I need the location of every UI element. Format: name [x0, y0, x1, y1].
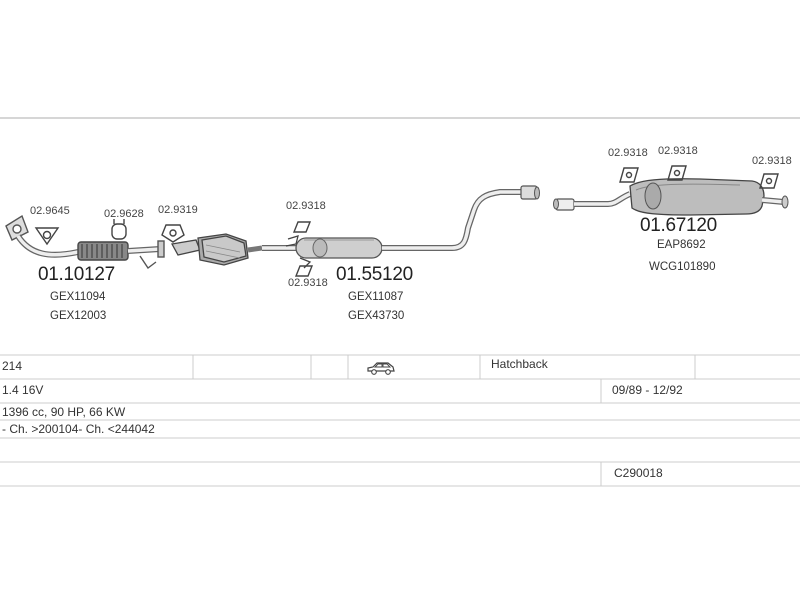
front-pipe-part-number: 01.10127 [38, 264, 115, 285]
middle-silencer-drawing [262, 185, 540, 269]
hanger-label: 02.9318 [608, 147, 648, 159]
vehicle-table-grid [0, 354, 800, 487]
hanger-label: 02.9318 [286, 200, 326, 212]
hanger-label: 02.9318 [658, 145, 698, 157]
middle-silencer-ref: GEX11087 [348, 291, 404, 303]
clamp-02-9319-drawing [161, 224, 185, 243]
vehicle-years: 09/89 - 12/92 [612, 383, 683, 397]
catalog-id: C290018 [614, 466, 663, 480]
vehicle-model: 214 [2, 359, 23, 373]
vehicle-spec: 1396 cc, 90 HP, 66 KW [2, 405, 126, 419]
gasket-02-9645-drawing [34, 227, 60, 246]
clamp-label: 02.9319 [158, 204, 198, 216]
vehicle-body-type: Hatchback [491, 357, 548, 371]
clamp-label: 02.9628 [104, 208, 144, 220]
middle-silencer-part-number: 01.55120 [336, 264, 413, 285]
rear-silencer-ref: WCG101890 [649, 261, 716, 273]
middle-silencer-ref: GEX43730 [348, 310, 405, 322]
rear-silencer-drawing [553, 178, 789, 216]
hanger-label: 02.9318 [752, 155, 792, 167]
front-pipe-drawing [5, 214, 165, 270]
rear-silencer-ref: EAP8692 [657, 239, 706, 251]
front-pipe-ref: GEX12003 [50, 310, 107, 322]
hatchback-car-icon [367, 362, 395, 375]
clamp-02-9628-drawing [111, 219, 127, 240]
hanger-02-9318-drawing [292, 165, 779, 277]
catalytic-converter-drawing [170, 233, 263, 266]
clamp-label: 02.9645 [30, 205, 70, 217]
vehicle-chassis: - Ch. >200104- Ch. <244042 [2, 422, 155, 436]
hanger-label: 02.9318 [288, 277, 328, 289]
front-pipe-ref: GEX11094 [50, 291, 106, 303]
vehicle-engine: 1.4 16V [2, 383, 44, 397]
rear-silencer-part-number: 01.67120 [640, 215, 717, 236]
